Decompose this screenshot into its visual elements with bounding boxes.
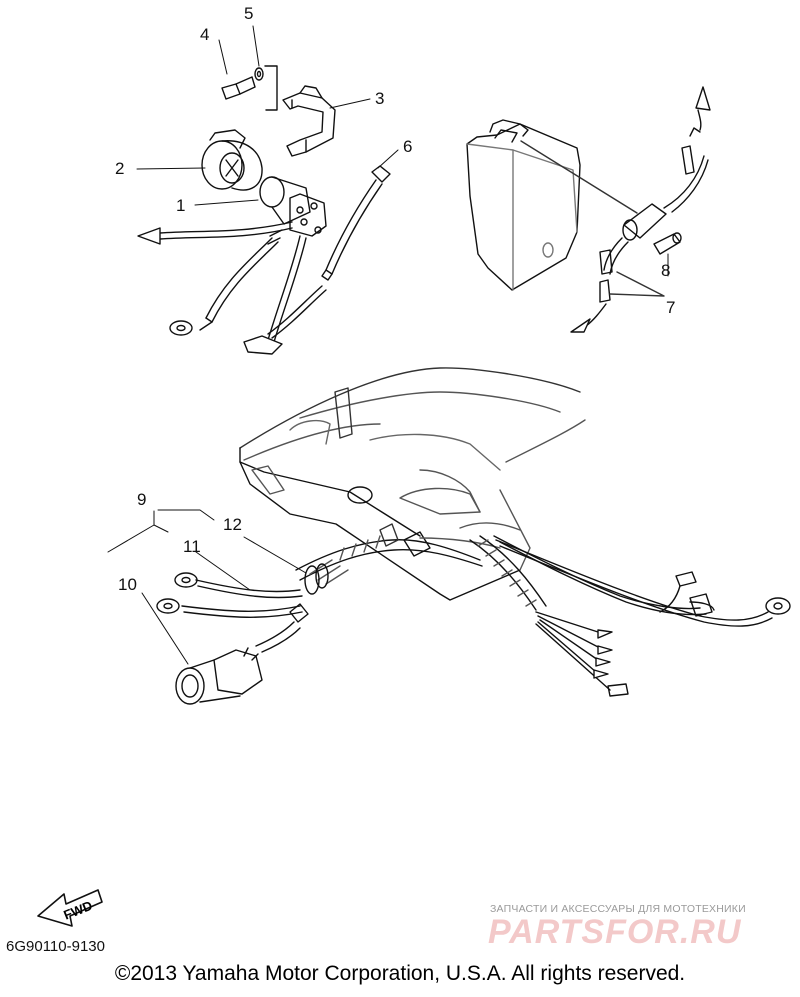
callout-12: 12	[223, 515, 242, 534]
watermark-logo: PARTSFOR.RU	[488, 913, 742, 951]
washer-part	[254, 67, 264, 81]
callout-10: 10	[118, 575, 137, 594]
control-box-part	[466, 119, 581, 291]
leader-lines	[107, 25, 669, 665]
callout-1: 1	[176, 196, 186, 215]
callout-4: 4	[200, 25, 210, 44]
lead-cable-part	[267, 165, 391, 339]
fuse-holder-part	[570, 86, 711, 333]
bracket-part	[282, 85, 336, 157]
diagram-part-code: 6G90110-9130	[6, 938, 105, 955]
bottom-cowling-part	[239, 367, 586, 601]
callout-9: 9	[137, 490, 147, 509]
callout-7: 7	[666, 298, 676, 317]
copyright-notice: ©2013 Yamaha Motor Corporation, U.S.A. A…	[114, 962, 686, 985]
relay-wires	[137, 221, 307, 355]
bolt-part	[221, 76, 256, 100]
fwd-arrow-icon	[37, 889, 103, 927]
callout-3: 3	[375, 89, 385, 108]
callout-6: 6	[403, 137, 413, 156]
fwd-label: FWD	[61, 898, 94, 923]
starter-relay-part	[259, 176, 327, 237]
fuse-part	[653, 232, 682, 255]
watermark-tagline: ЗАПЧАСТИ И АКСЕССУАРЫ ДЛЯ МОТОТЕХНИКИ	[490, 903, 746, 915]
callout-11: 11	[183, 537, 201, 556]
cover-boot-part	[201, 129, 263, 191]
callout-2: 2	[115, 159, 125, 178]
wiring-harness-part	[156, 523, 791, 705]
callout-8: 8	[661, 261, 671, 280]
callout-5: 5	[244, 4, 254, 23]
